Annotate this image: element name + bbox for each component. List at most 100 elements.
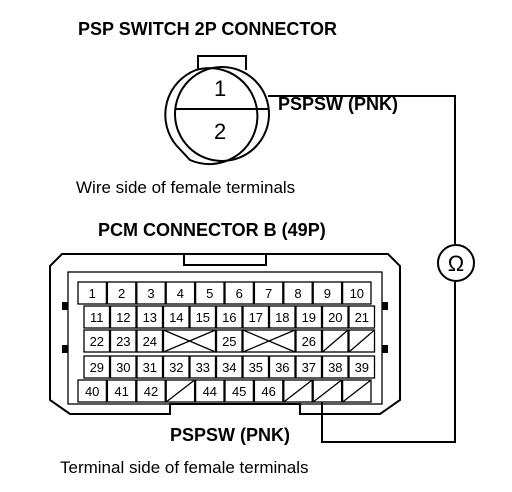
pcm-pin-21: [348, 305, 376, 329]
pcm-pin-empty: [165, 379, 196, 403]
pcm-pin-label: 41: [114, 384, 128, 399]
pcm-pin-label: 20: [328, 310, 342, 325]
pcm-pin-label: 38: [328, 360, 342, 375]
pcm-pin-9: [312, 281, 343, 305]
pcm-pin-4: [165, 281, 196, 305]
pcm-pin-41: [106, 379, 137, 403]
pcm-connector-housing: [67, 271, 383, 405]
pcm-pin-label: 7: [265, 286, 272, 301]
pcm-pin-label: 45: [232, 384, 246, 399]
pcm-cavity-blank: [165, 379, 195, 403]
pcm-pin-empty: [321, 329, 349, 353]
pcm-pin-16: [215, 305, 243, 329]
pcm-pin-label: 8: [294, 286, 301, 301]
pcm-pin-46: [253, 379, 284, 403]
pcm-pin-22: [83, 329, 111, 353]
pcm-pin-label: 31: [143, 360, 157, 375]
ohmmeter: Ω: [437, 244, 475, 282]
pcm-pin-label: 5: [206, 286, 213, 301]
pcm-pin-label: 15: [196, 310, 210, 325]
pcm-connector-lock: [183, 254, 267, 266]
psp-connector-body: [164, 67, 259, 166]
pcm-pin-15: [189, 305, 217, 329]
psp-wire-label: PSPSW (PNK): [278, 94, 398, 114]
pcm-pin-label: 17: [249, 310, 263, 325]
pcm-pin-44: [194, 379, 225, 403]
pcm-pin-19: [295, 305, 323, 329]
pcm-pin-label: 36: [275, 360, 289, 375]
pcm-pin-label: 26: [302, 334, 316, 349]
pcm-key-right-top: [382, 302, 388, 310]
ohmmeter-circle: [437, 244, 475, 282]
pcm-pin-label: 13: [143, 310, 157, 325]
pcm-pin-label: 30: [116, 360, 130, 375]
pcm-pin-20: [321, 305, 349, 329]
pcm-pin-45: [224, 379, 255, 403]
pcm-pin-39: [348, 355, 376, 379]
pcm-view-label: Terminal side of female terminals: [60, 458, 308, 477]
pcm-pin-29: [83, 355, 111, 379]
pcm-pin-label: 14: [169, 310, 183, 325]
psp-connector: 1 2: [164, 55, 270, 166]
pcm-pin-10: [341, 281, 372, 305]
pcm-pin-empty: [312, 379, 343, 403]
pcm-pin-empty: [162, 329, 217, 353]
pcm-pin-3: [136, 281, 166, 305]
pcm-pin-30: [109, 355, 137, 379]
pcm-pin-label: 10: [350, 286, 364, 301]
pcm-pin-label: 37: [302, 360, 316, 375]
pcm-pin-label: 3: [147, 286, 154, 301]
ohm-icon: Ω: [448, 251, 464, 276]
pcm-pin-label: 35: [249, 360, 263, 375]
pcm-pin-label: 6: [236, 286, 243, 301]
pcm-pin-38: [321, 355, 349, 379]
pcm-pin-label: 16: [222, 310, 236, 325]
pcm-key-right-bottom: [382, 345, 388, 353]
pcm-pin-label: 4: [177, 286, 184, 301]
pcm-pin-33: [189, 355, 217, 379]
pcm-pin-5: [194, 281, 225, 305]
pcm-pin-label: 23: [116, 334, 130, 349]
pcm-pin-label: 42: [144, 384, 158, 399]
pcm-pin-label: 11: [90, 310, 104, 325]
pcm-key-left-top: [62, 302, 68, 310]
pcm-pin-label: 1: [89, 286, 96, 301]
pcm-cavity-blank: [283, 379, 313, 403]
pcm-pin-35: [242, 355, 270, 379]
pcm-pin-label: 39: [355, 360, 369, 375]
pcm-pin-label: 40: [85, 384, 99, 399]
pcm-pin-label: 22: [90, 334, 104, 349]
pcm-pin-32: [162, 355, 190, 379]
pcm-pin-label: 25: [222, 334, 236, 349]
pcm-pin-7: [253, 281, 284, 305]
psp-connector-latch: [197, 55, 247, 70]
test-lead-lower: [321, 282, 456, 443]
pcm-pin-6: [224, 281, 255, 305]
pcm-pin-label: 9: [324, 286, 331, 301]
pcm-pin-label: 33: [196, 360, 210, 375]
pcm-pin-empty: [242, 329, 296, 353]
pcm-pin-12: [109, 305, 137, 329]
pcm-cavity-blank: [312, 379, 342, 403]
pcm-pin-label: 32: [169, 360, 183, 375]
pcm-pin-37: [295, 355, 323, 379]
pcm-pin-17: [242, 305, 270, 329]
pcm-pin-label: 19: [302, 310, 316, 325]
pcm-cavity-blank: [322, 329, 349, 353]
pcm-pin-empty: [341, 379, 372, 403]
pcm-pin-label: 12: [116, 310, 130, 325]
pcm-key-left-bottom: [62, 345, 68, 353]
psp-pin-2: 2: [214, 119, 226, 144]
psp-connector-title: PSP SWITCH 2P CONNECTOR: [78, 19, 337, 39]
pcm-pin-2: [106, 281, 137, 305]
pcm-pin-label: 34: [222, 360, 236, 375]
pcm-pin-label: 44: [203, 384, 217, 399]
pcm-cavity-blank: [348, 329, 375, 353]
pcm-pin-36: [268, 355, 296, 379]
pcm-connector-title: PCM CONNECTOR B (49P): [98, 220, 326, 240]
pcm-pin-26: [295, 329, 323, 353]
pcm-pin-label: 21: [355, 310, 369, 325]
pcm-pin-13: [136, 305, 164, 329]
psp-pin-1: 1: [214, 76, 226, 101]
